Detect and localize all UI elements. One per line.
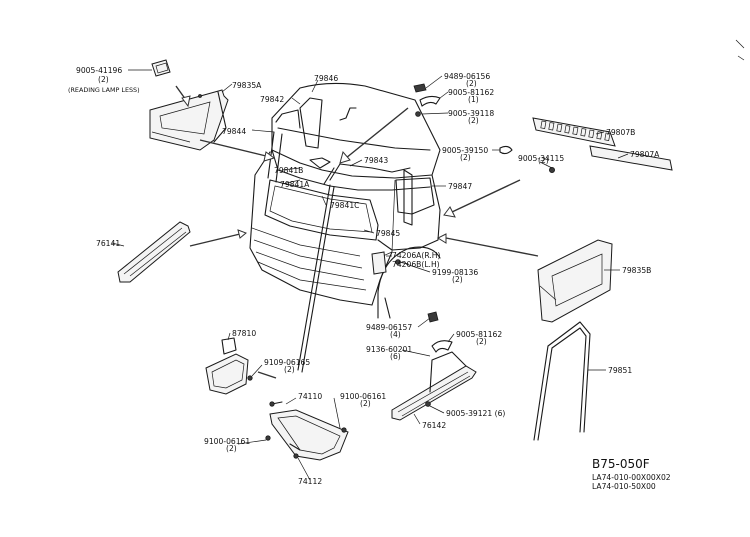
callout-qty: (6) bbox=[390, 352, 401, 361]
callout-79841B: 79841B bbox=[274, 166, 303, 175]
callout-9005-81162: 9005-81162 bbox=[456, 330, 502, 339]
part-callouts: 9005-41196 (2) (READING LAMP LESS) 79835… bbox=[68, 66, 660, 486]
assembly-arrows bbox=[175, 85, 539, 379]
callout-74112: 74112 bbox=[298, 477, 322, 486]
callout-9005-39150: 9005-39150 bbox=[442, 146, 488, 155]
callout-79841A: 79841A bbox=[280, 180, 310, 189]
callout-9005-34115: 9005-34115 bbox=[518, 154, 564, 163]
callout-79844: 79844 bbox=[222, 127, 246, 136]
corrugated-strip-upper bbox=[532, 117, 616, 147]
callout-9136-60201: 9136-60201 bbox=[366, 345, 412, 354]
scan-marks bbox=[735, 39, 745, 61]
strip-rib bbox=[604, 132, 611, 141]
callout-79807A: 79807A bbox=[630, 150, 660, 159]
callout-87810: 87810 bbox=[232, 329, 256, 338]
callout-79841C: 79841C bbox=[330, 201, 359, 210]
title-block: B75-050F LA74-010-00X00X02 LA74-010-50X0… bbox=[592, 457, 671, 491]
strip-rib bbox=[564, 125, 571, 134]
callout-qty: (2) bbox=[538, 156, 549, 165]
callout-qty: (2) bbox=[466, 79, 477, 88]
strip-rib bbox=[580, 128, 587, 137]
callout-9005-81162: 9005-81162 bbox=[448, 88, 494, 97]
corrugated-strip-lower bbox=[589, 145, 673, 171]
reading-lamp-cover bbox=[151, 59, 171, 77]
callout-qty: (2) bbox=[452, 275, 463, 284]
model-code-2: LA74-010-50X00 bbox=[592, 482, 656, 491]
roof-trim-strips bbox=[267, 97, 431, 226]
strip-rib bbox=[588, 129, 595, 138]
rear-panel-left bbox=[149, 89, 229, 151]
callout-74206B: 74206B(L.H) bbox=[392, 260, 440, 269]
callout-9109-06165: 9109-06165 bbox=[264, 358, 310, 367]
callout-qty: (2) bbox=[226, 444, 237, 453]
callout-qty: (2) bbox=[284, 365, 295, 374]
pillar-trim-strip bbox=[297, 184, 335, 373]
callout-79843: 79843 bbox=[364, 156, 388, 165]
callout-9005-39121: 9005-39121 (6) bbox=[446, 409, 505, 418]
strip-rib bbox=[572, 126, 579, 135]
strip-rib bbox=[548, 122, 555, 131]
callout-qty: (2) bbox=[360, 399, 371, 408]
callout-9005-41196: 9005-41196 bbox=[76, 66, 122, 75]
callout-9199-08136: 9199-08136 bbox=[432, 268, 478, 277]
fasteners bbox=[247, 83, 556, 459]
leader-lines bbox=[111, 69, 629, 481]
strip-rib bbox=[556, 123, 563, 132]
model-code-1: LA74-010-00X00X02 bbox=[592, 473, 671, 482]
callout-79835B: 79835B bbox=[622, 266, 651, 275]
strip-rib bbox=[596, 131, 603, 140]
callout-79845: 79845 bbox=[376, 229, 400, 238]
callout-79835A: 79835A bbox=[232, 81, 262, 90]
callout-74206A: 74206A(R.H) bbox=[392, 251, 440, 260]
callout-qty: (4) bbox=[390, 330, 401, 339]
callout-79851: 79851 bbox=[608, 366, 632, 375]
step-sill-right bbox=[391, 351, 477, 421]
callout-9100-06161: 9100-06161 bbox=[340, 392, 386, 401]
callout-74110: 74110 bbox=[298, 392, 322, 401]
callout-9489-06156: 9489-06156 bbox=[444, 72, 490, 81]
callout-9489-06157: 9489-06157 bbox=[366, 323, 412, 332]
callout-76142: 76142 bbox=[422, 421, 446, 430]
callout-qty: (2) bbox=[98, 75, 109, 84]
callout-79847: 79847 bbox=[448, 182, 472, 191]
door-weatherstrip bbox=[533, 321, 591, 441]
callout-79807B: 79807B bbox=[606, 128, 635, 137]
interior-mirror bbox=[205, 337, 249, 395]
callout-9100-06161: 9100-06161 bbox=[204, 437, 250, 446]
drawing-code: B75-050F bbox=[592, 457, 650, 471]
callout-76141: 76141 bbox=[96, 239, 120, 248]
callout-9005-39118: 9005-39118 bbox=[448, 109, 494, 118]
strip-rib bbox=[540, 120, 547, 129]
callout-note: (READING LAMP LESS) bbox=[68, 86, 140, 94]
callout-qty: (2) bbox=[460, 153, 471, 162]
step-sill-left bbox=[117, 221, 191, 283]
callout-qty: (2) bbox=[468, 116, 479, 125]
callout-79842: 79842 bbox=[260, 95, 284, 104]
callout-qty: (1) bbox=[468, 95, 479, 104]
callout-79846: 79846 bbox=[314, 74, 338, 83]
callout-qty: (2) bbox=[476, 337, 487, 346]
rear-panel-right bbox=[537, 239, 613, 323]
